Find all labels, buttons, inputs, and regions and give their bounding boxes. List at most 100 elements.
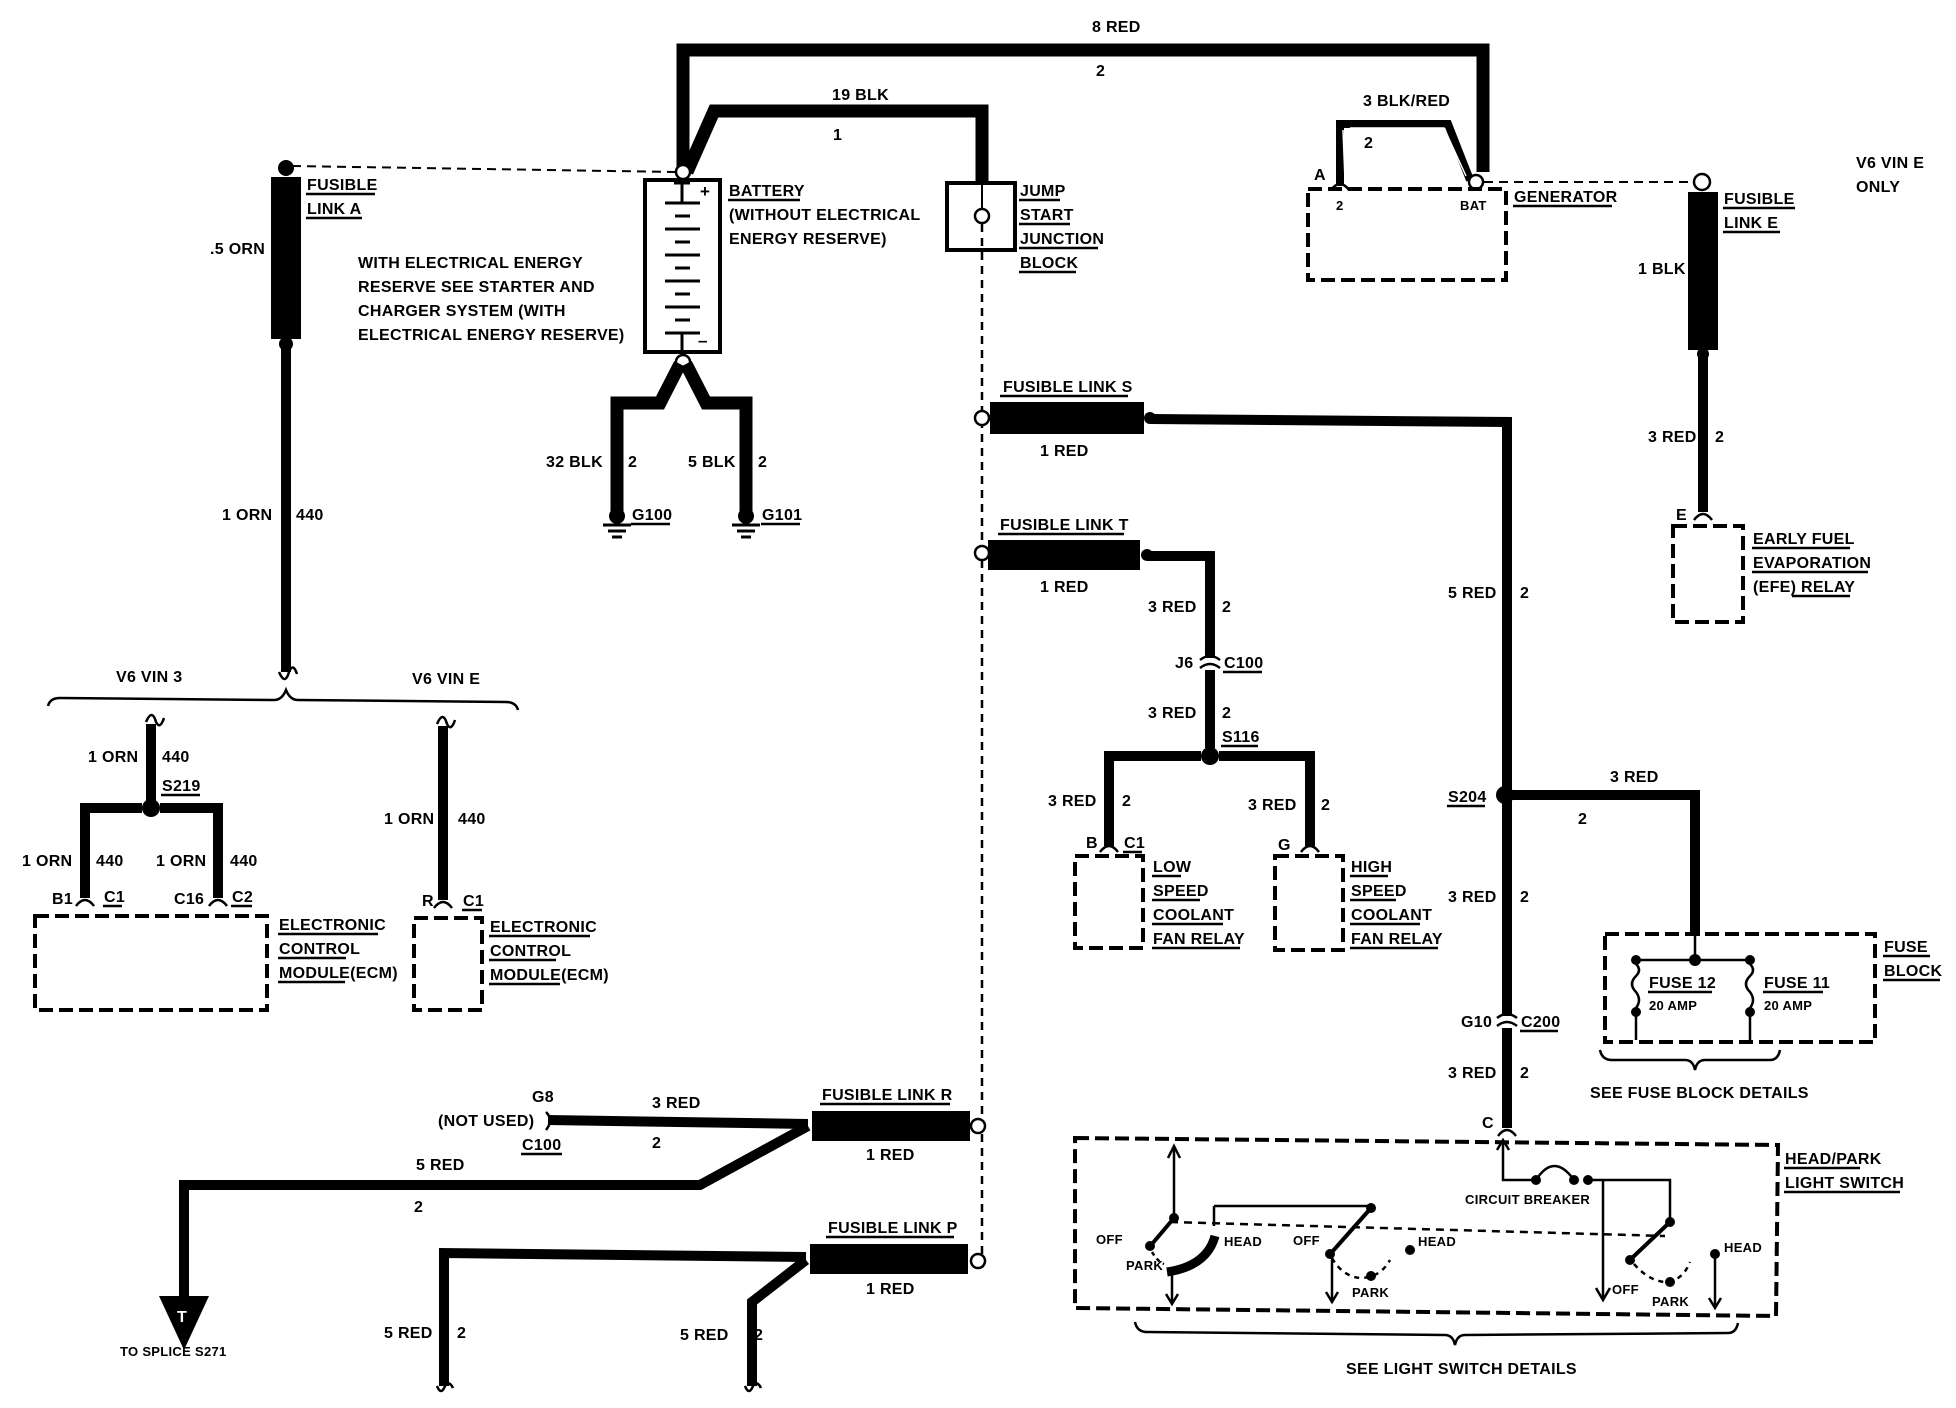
wire-label: 5 RED: [1448, 585, 1497, 602]
fusible-link-s[interactable]: FUSIBLE LINK S 1 RED: [973, 379, 1156, 460]
circuit-number: 2: [758, 454, 767, 471]
fuse-11[interactable]: FUSE 11 20 AMP: [1763, 975, 1830, 1013]
ecm-right[interactable]: ELECTRONIC CONTROL MODULE(ECM): [412, 916, 609, 1012]
main-feed-wire: 5 RED 2 S204 3 RED 2 G10 C200 3 RED 2 C: [1149, 414, 1560, 1137]
generator-terminal-a: A: [1314, 167, 1326, 184]
generator[interactable]: 2 BAT GENERATOR: [1306, 187, 1618, 282]
ecm-label-2: CONTROL: [279, 941, 360, 958]
connector-pin-j6: J6: [1175, 655, 1193, 672]
fusible-link-e[interactable]: FUSIBLE LINK E 1 BLK 3 RED 2 E: [1638, 172, 1795, 524]
fuse-block-details-link[interactable]: SEE FUSE BLOCK DETAILS: [1590, 1085, 1809, 1102]
circuit-number: 2: [1715, 429, 1724, 446]
fusible-link-e-label-1: FUSIBLE: [1724, 191, 1795, 208]
relay-label-2: SPEED: [1153, 883, 1209, 900]
splice-s204: [1496, 786, 1514, 804]
wire-label: 1 ORN: [88, 749, 138, 766]
wire-label: 5 RED: [384, 1325, 433, 1342]
circuit-number: 2: [1222, 705, 1231, 722]
circuit-number: 2: [1578, 811, 1587, 828]
fuse-block-feed: 3 RED 2: [1512, 769, 1700, 936]
circuit-number: 1: [833, 127, 842, 144]
low-speed-coolant-fan-relay[interactable]: LOW SPEED COOLANT FAN RELAY: [1073, 854, 1245, 950]
ecm-label-3: MODULE(ECM): [279, 965, 398, 982]
fuse-block-brace: [1598, 1049, 1782, 1071]
switch-section-1[interactable]: OFF PARK HEAD: [1096, 1143, 1262, 1307]
circuit-number: 2: [1520, 889, 1529, 906]
efe-terminal-e: E: [1676, 507, 1687, 524]
jump-label-1: JUMP: [1020, 183, 1066, 200]
relay-label-4: FAN RELAY: [1153, 931, 1245, 948]
ecm-label-1: ELECTRONIC: [279, 917, 386, 934]
eer-note: WITH ELECTRICAL ENERGY RESERVE SEE START…: [358, 255, 624, 344]
switch-park-label: PARK: [1352, 1285, 1389, 1300]
wire-label: 3 RED: [1148, 705, 1197, 722]
wire-label: 1 ORN: [222, 507, 272, 524]
jump-start-junction-block[interactable]: JUMP START JUNCTION BLOCK: [945, 181, 1104, 274]
light-switch-brace: [1133, 1321, 1740, 1346]
battery-positive-terminal[interactable]: [674, 163, 692, 181]
ecm-left[interactable]: ELECTRONIC CONTROL MODULE(ECM): [33, 914, 398, 1012]
ecm-label-2: CONTROL: [490, 943, 571, 960]
connector-pin-g8: G8: [532, 1089, 554, 1106]
fusible-link-t[interactable]: FUSIBLE LINK T 1 RED: [973, 517, 1153, 596]
switch-section-2[interactable]: OFF PARK HEAD: [1293, 1203, 1456, 1305]
fuse-block[interactable]: FUSE 12 20 AMP FUSE 11 20 AMP FUSE BLOCK: [1603, 932, 1943, 1044]
circuit-breaker[interactable]: CIRCUIT BREAKER: [1465, 1164, 1593, 1207]
wire-label: 1 RED: [1040, 443, 1089, 460]
wire-label: 1 ORN: [384, 811, 434, 828]
circuit-number: 2: [628, 454, 637, 471]
wire-label: 3 RED: [1148, 599, 1197, 616]
v6-vin-e-only-note-1: V6 VIN E: [1856, 155, 1924, 172]
fusible-link-a[interactable]: FUSIBLE LINK A .5 ORN 1 ORN 440: [210, 160, 378, 681]
generator-wires: 3 BLK/RED 2 A: [1314, 93, 1485, 191]
connector-c100: C100: [522, 1137, 561, 1154]
fusible-link-s-label: FUSIBLE LINK S: [1003, 379, 1133, 396]
jump-label-3: JUNCTION: [1020, 231, 1104, 248]
efe-relay[interactable]: EARLY FUEL EVAPORATION (EFE) RELAY: [1671, 524, 1871, 624]
v6-vin-e-only-note-2: ONLY: [1856, 179, 1900, 196]
fuse-block-label-2: BLOCK: [1884, 963, 1943, 980]
splice-s219: S219: [162, 778, 201, 795]
circuit-number: 440: [96, 853, 124, 870]
ecm-right-circuit: 1 ORN 440 R C1: [384, 715, 485, 912]
circuit-number: 2: [1222, 599, 1231, 616]
splice-s116-label: S116: [1222, 729, 1260, 746]
efe-label-2: EVAPORATION: [1753, 555, 1871, 572]
battery[interactable]: + – BATTERY (WITHOUT ELECTRICAL ENERGY R…: [643, 163, 920, 371]
circuit-breaker-label: CIRCUIT BREAKER: [1465, 1192, 1590, 1207]
switch-off-label: OFF: [1096, 1232, 1123, 1247]
fuse-12[interactable]: FUSE 12 20 AMP: [1648, 975, 1716, 1013]
generator-bat-terminal[interactable]: [1467, 173, 1485, 191]
wire-label: 1 RED: [866, 1147, 915, 1164]
splice-s116: [1201, 747, 1219, 765]
not-used-note: (NOT USED): [438, 1113, 534, 1130]
relay-label-3: COOLANT: [1153, 907, 1234, 924]
generator-pin-2: 2: [1336, 198, 1344, 213]
high-speed-coolant-fan-relay[interactable]: HIGH SPEED COOLANT FAN RELAY: [1273, 854, 1443, 952]
head-park-light-switch[interactable]: CIRCUIT BREAKER OFF PARK HEAD: [1073, 1135, 1904, 1319]
eer-note-line-3: CHARGER SYSTEM (WITH: [358, 303, 566, 320]
fusible-link-p[interactable]: FUSIBLE LINK P 1 RED: [810, 1220, 987, 1298]
ground-g100-label: G100: [632, 507, 672, 524]
battery-plus-sign: +: [700, 182, 710, 201]
ecm-label-1: ELECTRONIC: [490, 919, 597, 936]
fuse-name: FUSE 12: [1649, 975, 1716, 992]
circuit-number: 2: [652, 1135, 661, 1152]
fuse-rating: 20 AMP: [1649, 998, 1697, 1013]
light-switch-details-link[interactable]: SEE LIGHT SWITCH DETAILS: [1346, 1361, 1577, 1378]
switch-park-label: PARK: [1126, 1258, 1163, 1273]
circuit-number: 2: [457, 1325, 466, 1342]
wire-label: 3 BLK/RED: [1363, 93, 1450, 110]
splice-s271-symbol[interactable]: T: [159, 1296, 209, 1350]
fusible-link-p-label: FUSIBLE LINK P: [828, 1220, 958, 1237]
fusible-link-r[interactable]: FUSIBLE LINK R 1 RED: [812, 1087, 987, 1164]
pin-label: G: [1278, 837, 1291, 854]
vin-split-brace: V6 VIN 3 V6 VIN E: [46, 669, 520, 711]
switch-section-3[interactable]: OFF PARK HEAD: [1612, 1217, 1762, 1311]
relay-label-4: FAN RELAY: [1351, 931, 1443, 948]
fuse-rating: 20 AMP: [1764, 998, 1812, 1013]
fuse-name: FUSE 11: [1764, 975, 1830, 992]
to-splice-s271-label: TO SPLICE S271: [120, 1344, 227, 1359]
wire-label: 3 RED: [652, 1095, 701, 1112]
